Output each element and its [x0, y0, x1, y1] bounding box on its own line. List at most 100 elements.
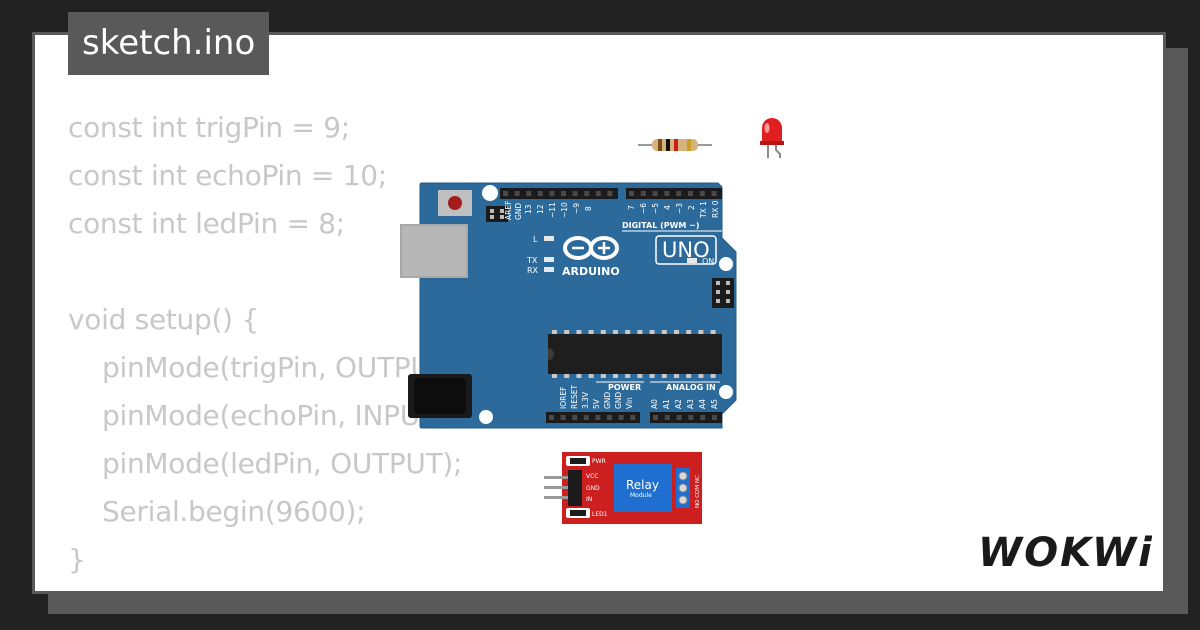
pin-label: ~3 — [675, 203, 684, 214]
header-pin — [607, 415, 612, 420]
header-pin — [576, 374, 582, 378]
pin-label: GND — [614, 392, 623, 409]
wokwi-logo: WOKWi — [978, 530, 1152, 576]
header-pin — [595, 415, 601, 420]
header-pin — [552, 374, 557, 378]
header-pin — [526, 191, 532, 196]
brand-logo-text: WOKWi — [978, 530, 1152, 576]
header-pin — [613, 374, 618, 378]
header-pin — [712, 415, 717, 420]
header-pin — [640, 191, 646, 196]
header-pin — [649, 374, 655, 378]
pin-label: 5V — [592, 398, 601, 409]
power-header-label: POWER — [608, 383, 641, 392]
header-pin — [625, 374, 631, 378]
led-on-label: ON — [702, 257, 714, 266]
code-line: pinMode(ledPin, OUTPUT); — [102, 447, 463, 480]
header-pin — [503, 191, 508, 196]
header-pin — [629, 191, 634, 196]
led-tx-label: TX — [526, 256, 538, 265]
relay-vcc-label: VCC — [586, 473, 598, 480]
header-pin — [600, 330, 606, 334]
header-pin — [674, 374, 679, 378]
header-pin — [595, 191, 601, 196]
header-pin — [664, 191, 670, 196]
header-pin — [537, 191, 543, 196]
header-pin — [549, 415, 554, 420]
header-pin — [561, 191, 566, 196]
header-pin — [613, 330, 618, 334]
pin-label: GND — [603, 392, 612, 409]
header-pin — [637, 330, 643, 334]
pin-label: 8 — [584, 206, 593, 211]
header-pin — [661, 374, 667, 378]
relay-subtitle: Module — [630, 492, 652, 499]
pin-label: IOREF — [559, 387, 568, 409]
header-pin — [637, 374, 643, 378]
pin-label: ~11 — [548, 202, 557, 218]
header-pin — [686, 330, 692, 334]
header-pin — [630, 415, 636, 420]
resistor[interactable] — [636, 134, 714, 156]
header-pin — [710, 374, 716, 378]
header-pin — [652, 191, 658, 196]
led-l-label: L — [533, 235, 538, 244]
arduino-logo-icon — [563, 236, 619, 260]
pin-label: ~5 — [651, 203, 660, 214]
header-pin — [698, 330, 704, 334]
header-pin — [661, 330, 667, 334]
file-tab[interactable]: sketch.ino — [68, 12, 270, 75]
board-brand: ARDUINO — [562, 265, 620, 278]
pin-label: TX 1 — [699, 201, 708, 219]
header-pin — [549, 191, 555, 196]
pin-label: 13 — [524, 204, 533, 214]
header-pin — [625, 330, 631, 334]
pin-label: 3.3V — [581, 391, 590, 409]
pin-label: Vin — [625, 397, 634, 409]
header-pin — [676, 415, 682, 420]
pin-label: ~6 — [639, 203, 648, 214]
header-pin — [552, 330, 557, 334]
pin-label: 12 — [536, 204, 545, 214]
pin-label: A2 — [674, 399, 683, 409]
board-model: UNO — [662, 238, 710, 262]
header-pin — [572, 191, 578, 196]
pin-label: 2 — [687, 205, 696, 210]
header-pin — [584, 191, 590, 196]
relay-module[interactable]: PWR VCC GND IN LED1 Relay Module NO COM … — [542, 450, 704, 526]
header-pin — [588, 374, 594, 378]
header-pin — [618, 415, 624, 420]
header-pin — [699, 191, 705, 196]
code-line: } — [68, 543, 86, 576]
code-line: const int echoPin = 10; — [68, 159, 387, 192]
header-pin — [576, 330, 582, 334]
relay-title: Relay — [626, 478, 659, 492]
header-pin — [710, 330, 716, 334]
header-pin — [688, 191, 693, 196]
pin-label: ~10 — [560, 202, 569, 218]
header-pin — [583, 415, 589, 420]
header-pin — [607, 191, 613, 196]
header-pin — [588, 330, 594, 334]
header-pin — [564, 374, 570, 378]
header-pin — [514, 191, 520, 196]
header-pin — [686, 374, 692, 378]
code-line: const int trigPin = 9; — [68, 111, 350, 144]
led-red[interactable] — [758, 114, 788, 160]
header-pin — [572, 415, 578, 420]
pin-label: 7 — [627, 205, 636, 210]
header-pin — [711, 191, 717, 196]
relay-terminal-labels: NO COM NC — [695, 475, 701, 508]
pin-label: RESET — [570, 385, 579, 409]
pin-label: GND — [514, 203, 523, 220]
header-pin — [564, 330, 570, 334]
header-pin — [700, 415, 706, 420]
header-pin — [676, 191, 682, 196]
arduino-uno-board[interactable]: AREF GND 13 12 ~11 ~10 ~9 8 7 ~6 ~5 4 ~3… — [400, 180, 740, 432]
header-pin — [674, 330, 679, 334]
header-pin — [653, 415, 658, 420]
digital-header-label: DIGITAL (PWM ~) — [622, 221, 700, 230]
analog-header-label: ANALOG IN — [666, 383, 716, 392]
relay-in-label: IN — [586, 496, 592, 503]
code-line: const int ledPin = 8; — [68, 207, 345, 240]
